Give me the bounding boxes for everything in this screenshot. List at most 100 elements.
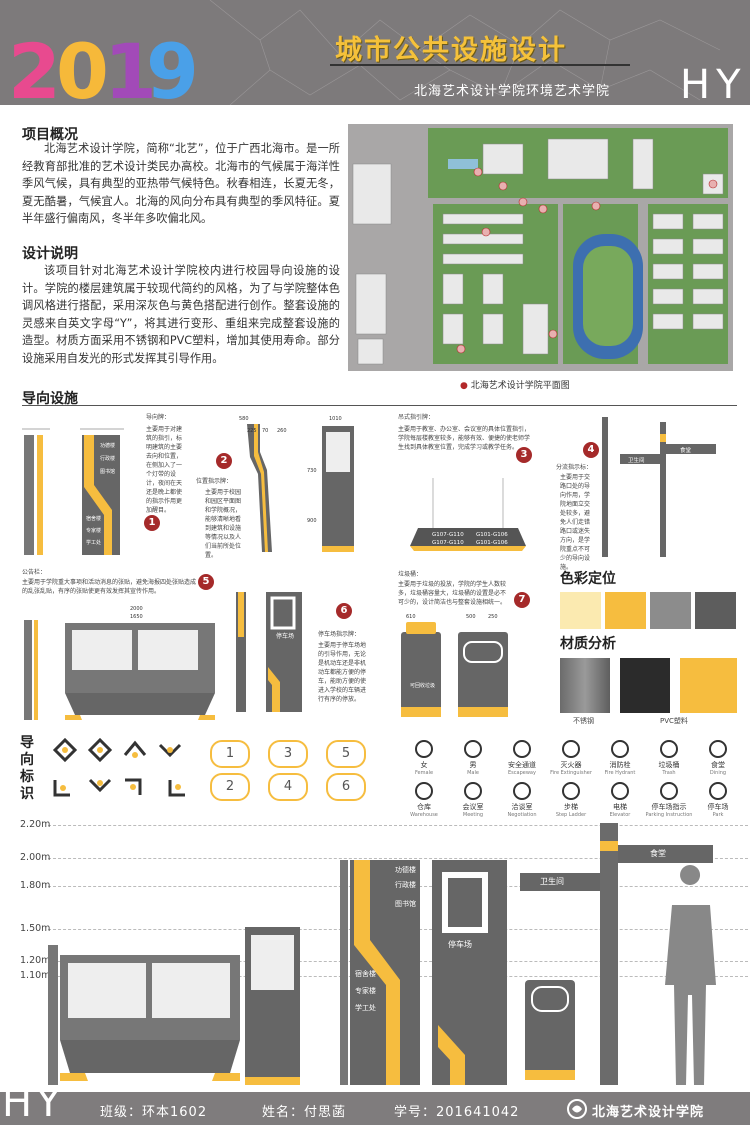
pictogram-label: 停车场 — [707, 803, 729, 811]
guide-sign-3-drawing — [410, 478, 526, 551]
svg-text:宿舍楼: 宿舍楼 — [86, 515, 101, 522]
svg-text:1650: 1650 — [130, 614, 143, 620]
pictogram-label: 食堂 — [711, 761, 725, 769]
color-swatch — [605, 592, 646, 629]
footer-name: 姓名：付思菡 — [262, 1105, 347, 1120]
scale-sign-label-1: 功德楼 — [395, 866, 416, 874]
scale-label: 1.10m — [20, 970, 51, 981]
scale-sign-label-5: 专家楼 — [355, 987, 376, 995]
pictogram-en-label: Escapeway — [508, 770, 536, 776]
svg-text:专家楼: 专家楼 — [86, 527, 101, 534]
guide-6-title: 停车场指示牌： — [318, 631, 361, 638]
guide-4-sign-1: 卫生间 — [628, 458, 645, 464]
number-marker: 1 — [210, 740, 250, 768]
pictogram-en-label: Step Ladder — [555, 812, 587, 818]
svg-text:1010: 1010 — [329, 416, 342, 422]
svg-text:图书馆: 图书馆 — [100, 468, 115, 475]
guide-3-desc: 主要用于教室、办公室、会议室的具体位置指引，学院每层楼教室较多，能够有效、便捷的… — [398, 426, 531, 451]
guide-5-desc: 主要用于学院重大事项和活动消息的张贴，避免海报四处张贴造成的乱张乱贴，有序的张贴… — [22, 579, 197, 595]
svg-text:2000: 2000 — [130, 606, 143, 612]
pictogram-label: 男 — [469, 761, 477, 769]
guide-3-number: 3 — [516, 447, 532, 463]
guide-3-plate-2: G101-G106 — [476, 532, 508, 538]
pictogram-en-label: Fire Hydrant — [604, 770, 636, 776]
pictogram-label: 电梯 — [613, 803, 627, 811]
pictogram-label: 步梯 — [564, 803, 578, 811]
guide-7-title: 垃圾桶： — [398, 571, 423, 578]
number-marker: 4 — [268, 773, 308, 801]
header-band: 2 0 1 9 城市公共设施设计 北海艺术设计学院环境艺术学院 HY — [0, 0, 750, 108]
map-caption: ● 北海艺术设计学院平面图 — [460, 381, 570, 391]
pictogram-en-label: Parking Instruction — [645, 812, 693, 818]
guide-7-desc: 主要用于垃圾的投放，学院的学生人数较多，垃圾桶容量大，垃圾桶的设置是必不可少的，… — [398, 581, 507, 606]
guide-sign-6-drawing — [236, 592, 302, 712]
pictogram-label: 洽谈室 — [511, 803, 533, 811]
pictogram-label: 女 — [420, 761, 428, 769]
guide-4-sign-2: 食堂 — [680, 448, 692, 454]
scale-label: 1.20m — [20, 955, 51, 966]
number-marker: 2 — [210, 773, 250, 801]
page-subtitle: 北海艺术设计学院环境艺术学院 — [414, 84, 611, 99]
scale-lineup-drawing — [48, 823, 716, 1085]
pictogram-label: 消防栓 — [609, 761, 631, 769]
scale-parking-label: 停车场 — [448, 940, 472, 949]
pictogram-en-label: Warehouse — [410, 812, 438, 818]
guide-4-desc: 主要用于交路口处的导向作用，学院地面立交处较多，避免人们走错路口或迷失方向，是学… — [560, 474, 591, 571]
guide-sign-5-drawing: 2000 1650 — [24, 606, 215, 720]
guide-5-title: 公告栏： — [22, 569, 47, 576]
scale-line — [48, 858, 748, 859]
guide-2-desc: 主要用于校园和园区平面图和学院概况，能够清晰地看到建筑和设施等情况以及人们当前所… — [205, 489, 242, 559]
guide-5-number: 5 — [198, 574, 214, 590]
svg-text:9: 9 — [146, 30, 199, 105]
overview-heading: 项目概况 — [22, 127, 78, 143]
materials-heading: 材质分析 — [560, 636, 616, 652]
arrow-symbols — [52, 737, 185, 797]
campus-map — [348, 124, 733, 371]
pictogram-en-label: Fire Extinguisher — [550, 770, 592, 776]
title-underline — [330, 64, 630, 66]
scale-label: 2.00m — [20, 852, 51, 863]
svg-text:0: 0 — [56, 30, 109, 105]
footer-school: 北海艺术设计学院 — [592, 1105, 705, 1120]
guide-divider — [22, 405, 737, 406]
color-swatch — [650, 592, 691, 629]
footer-student-id: 学号：201641042 — [394, 1105, 520, 1120]
pictogram-en-label: Female — [414, 770, 434, 776]
guide-2-title: 位置指示牌： — [196, 478, 233, 485]
guide-7-bin-label: 可回收垃圾 — [410, 683, 436, 689]
pictogram-en-label: Trash — [662, 770, 676, 776]
arrows-heading: 导向标识 — [20, 735, 34, 802]
material-samples — [560, 658, 737, 713]
pictogram-label: 会议室 — [462, 803, 484, 811]
brand-mark-bottom: HY — [2, 1080, 65, 1125]
pictogram-label: 仓库 — [417, 803, 431, 811]
svg-text:730: 730 — [307, 468, 317, 474]
scale-line — [48, 825, 748, 826]
pictogram-en-label: Male — [467, 770, 479, 776]
number-marker: 6 — [326, 773, 366, 801]
guide-3-plate-3: G107-G110 — [432, 540, 464, 546]
guide-3-plate-1: G107-G110 — [432, 532, 464, 538]
svg-text:900: 900 — [307, 518, 317, 524]
colors-heading: 色彩定位 — [560, 571, 616, 587]
scale-sign-label-3: 图书馆 — [395, 900, 416, 908]
map-caption-text: 北海艺术设计学院平面图 — [470, 381, 570, 391]
guide-6-label: 停车场 — [276, 633, 295, 640]
campus-map-drawing — [348, 124, 733, 371]
scale-sign-label-4: 宿舍楼 — [355, 970, 376, 978]
guide-3-plate-4: G101-G106 — [476, 540, 508, 546]
guide-heading: 导向设施 — [22, 391, 78, 407]
footer-class: 班级：环本1602 — [100, 1105, 208, 1120]
